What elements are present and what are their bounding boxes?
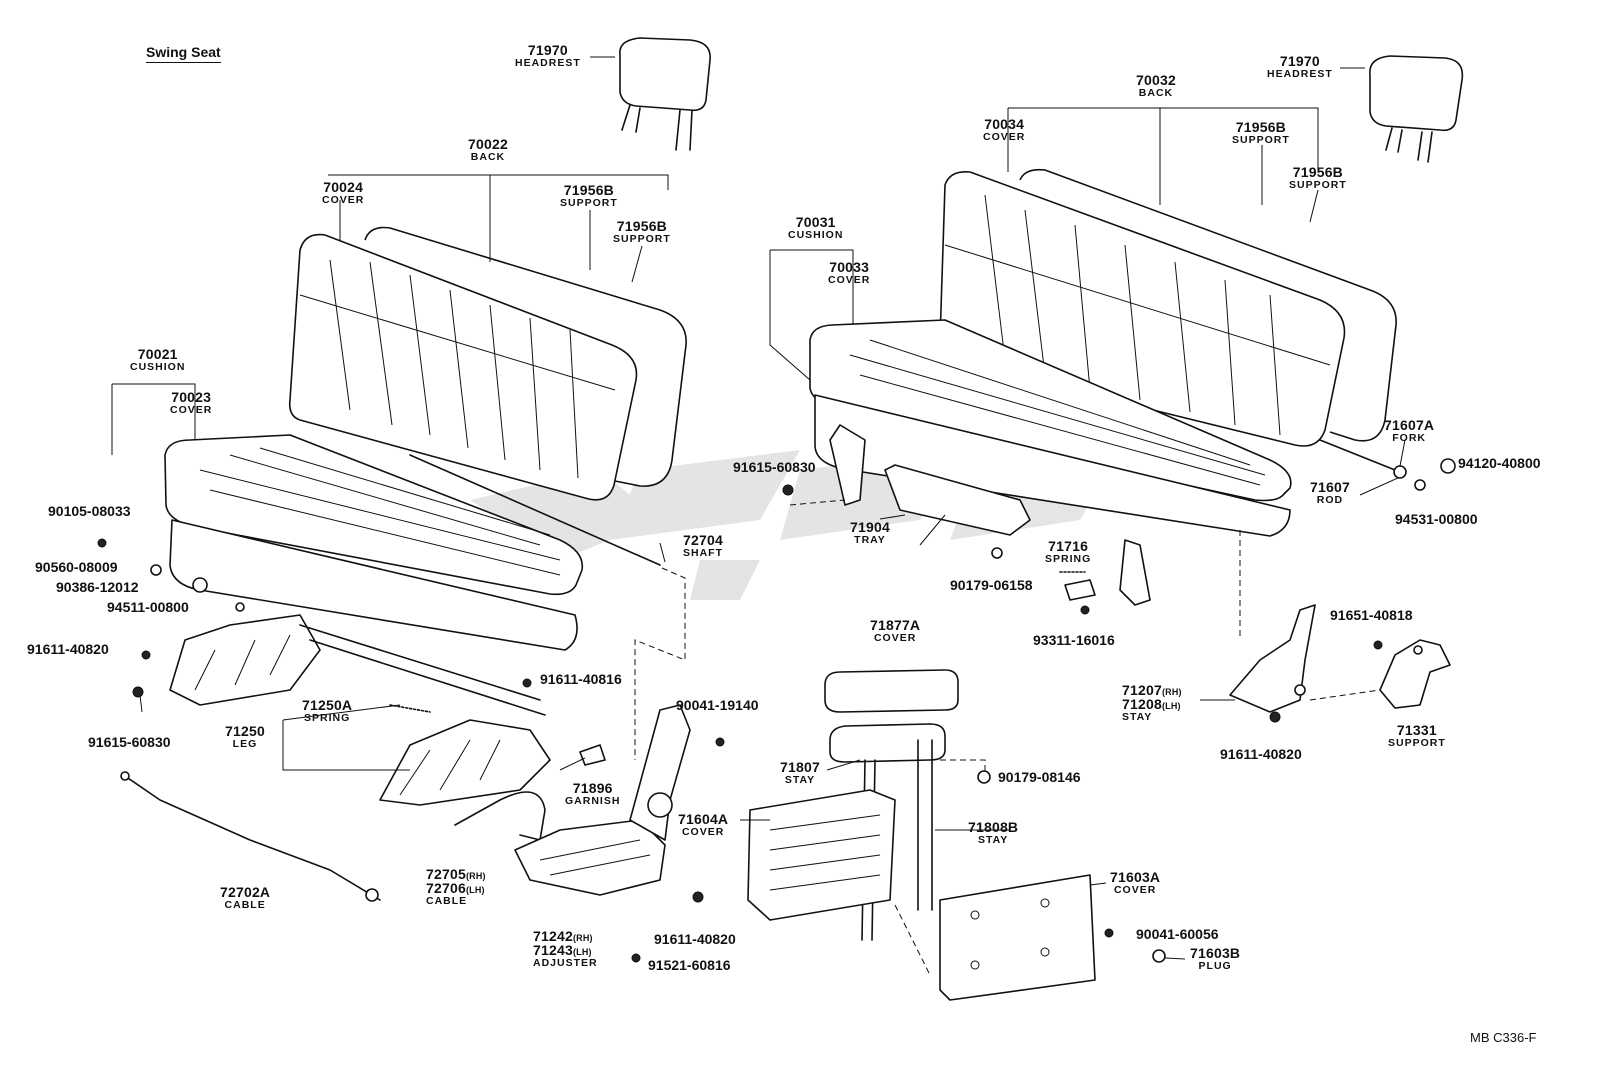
right-cushion <box>809 319 1292 537</box>
label-94511-00800: 94511-00800 <box>107 599 189 615</box>
label-90041-60056: 90041-60056 <box>1136 926 1219 942</box>
label-94531-00800: 94531-00800 <box>1395 511 1478 527</box>
shaft-72704 <box>409 454 686 760</box>
cable-72702A <box>120 771 381 902</box>
label-adjuster-71242-71243: 71242(RH) 71243(LH) ADJUSTER <box>533 928 598 969</box>
label-90386-12012: 90386-12012 <box>56 579 139 595</box>
label-90560-08009: 90560-08009 <box>35 559 118 575</box>
rod-71607 <box>1319 439 1407 479</box>
label-cable-72705-72706: 72705(RH) 72706(LH) CABLE <box>426 866 486 907</box>
label-91611-40816: 91611-40816 <box>540 671 622 687</box>
label-stay-71207-71208: 71207(RH) 71208(LH) STAY <box>1122 682 1182 723</box>
headrest-right <box>1369 55 1464 163</box>
armrest-assembly <box>747 669 1096 1001</box>
adjuster-71242 <box>514 704 691 896</box>
label-91615-60830-a: 91615-60830 <box>88 734 171 750</box>
label-94120-40800: 94120-40800 <box>1458 455 1541 471</box>
diagram-code: MB C336-F <box>1470 1030 1537 1045</box>
label-91521-60816: 91521-60816 <box>648 957 731 973</box>
label-93311-16016: 93311-16016 <box>1033 632 1115 648</box>
left-cushion <box>164 434 584 651</box>
support-71331 <box>1379 639 1451 709</box>
label-91611-40820-c: 91611-40820 <box>654 931 736 947</box>
fasteners <box>97 458 1456 963</box>
tray-71904 <box>789 424 1151 606</box>
cable-72705 <box>454 791 546 841</box>
label-90179-06158: 90179-06158 <box>950 577 1033 593</box>
label-91651-40818: 91651-40818 <box>1330 607 1413 623</box>
leader-lines <box>111 56 1406 960</box>
label-91611-40820-d: 91611-40820 <box>1220 746 1302 762</box>
diagram-title: Swing Seat <box>146 44 221 63</box>
label-91615-60830-b: 91615-60830 <box>733 459 816 475</box>
label-90041-19140: 90041-19140 <box>676 697 759 713</box>
label-90179-08146: 90179-08146 <box>998 769 1081 785</box>
stay-71207 <box>1229 530 1381 713</box>
headrest-left <box>619 37 711 151</box>
left-back-front <box>288 233 638 501</box>
left-leg-assembly <box>169 614 551 806</box>
label-90105-08033: 90105-08033 <box>48 503 131 519</box>
label-91611-40820-a: 91611-40820 <box>27 641 109 657</box>
